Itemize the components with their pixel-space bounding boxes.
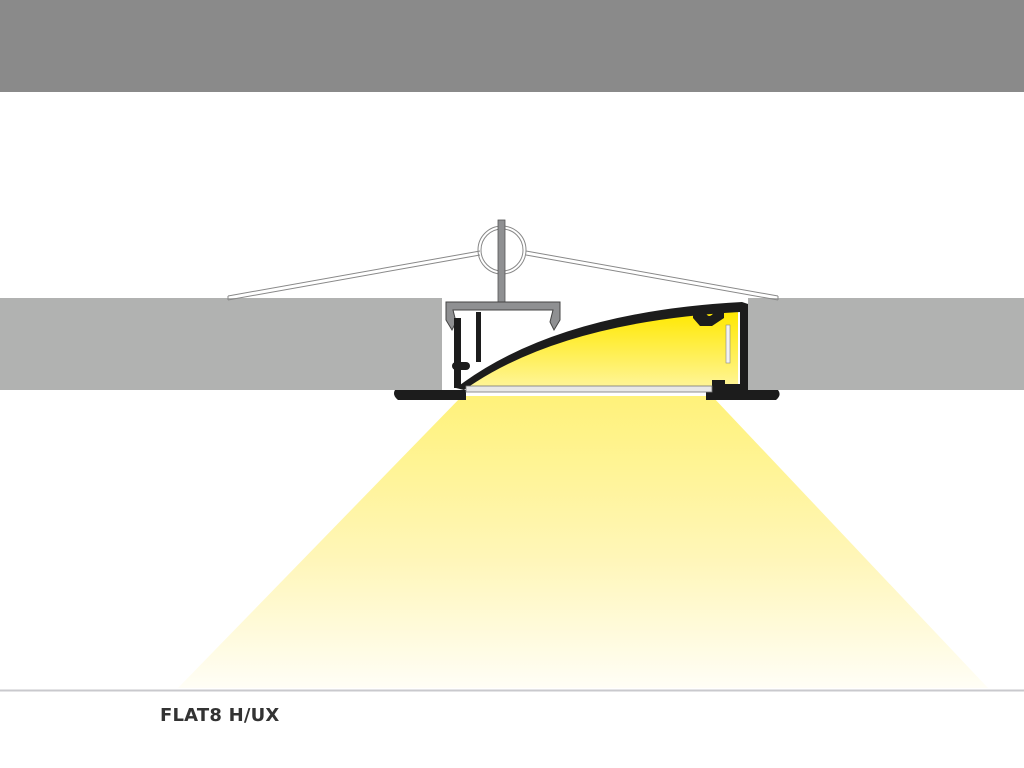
mounting-clip — [445, 301, 561, 332]
hanger-wires — [227, 225, 779, 301]
light-chamber — [462, 312, 738, 388]
aluminium-profile — [394, 302, 780, 400]
drywall-right — [748, 298, 1024, 390]
ceiling-band — [0, 0, 1024, 92]
drywall-left — [0, 298, 442, 390]
product-name: FLAT8 H/UX — [160, 705, 280, 726]
light-beam — [178, 396, 988, 688]
diffuser-cover — [465, 385, 713, 393]
hanger-rod — [497, 219, 506, 305]
led-strip — [725, 324, 731, 364]
